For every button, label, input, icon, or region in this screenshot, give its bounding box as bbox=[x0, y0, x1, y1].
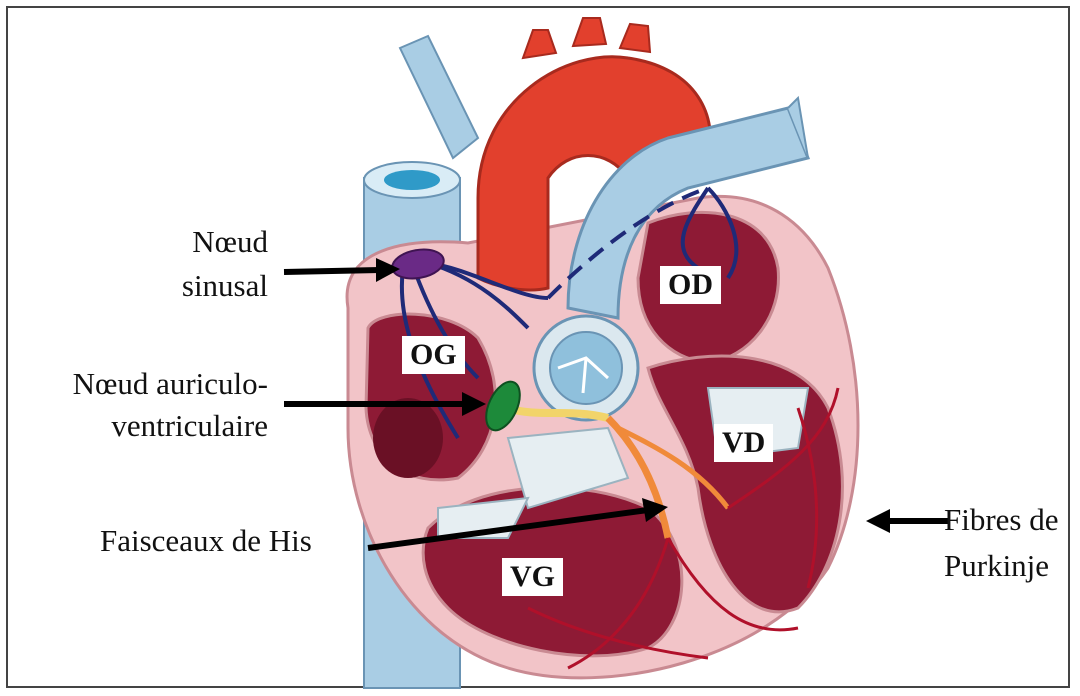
label-noeud-av-1: Nœud auriculo- bbox=[22, 366, 268, 402]
vena-cava-superior bbox=[400, 36, 478, 158]
chamber-label-od: OD bbox=[660, 266, 721, 304]
label-fibres-2: Purkinje bbox=[944, 548, 1049, 584]
label-noeud-sinusal-1: Nœud bbox=[138, 224, 268, 260]
chamber-label-vg: VG bbox=[502, 558, 563, 596]
chamber-label-og: OG bbox=[402, 336, 465, 374]
label-noeud-sinusal-2: sinusal bbox=[138, 268, 268, 304]
chamber-label-vd: VD bbox=[714, 424, 773, 462]
label-faisceaux-his: Faisceaux de His bbox=[100, 523, 312, 559]
label-noeud-av-2: ventriculaire bbox=[22, 408, 268, 444]
label-fibres-1: Fibres de bbox=[944, 502, 1059, 538]
diagram-frame: OD OG VD VG Nœud sinusal Nœud auriculo- … bbox=[6, 6, 1070, 688]
aortic-valve bbox=[534, 316, 638, 420]
